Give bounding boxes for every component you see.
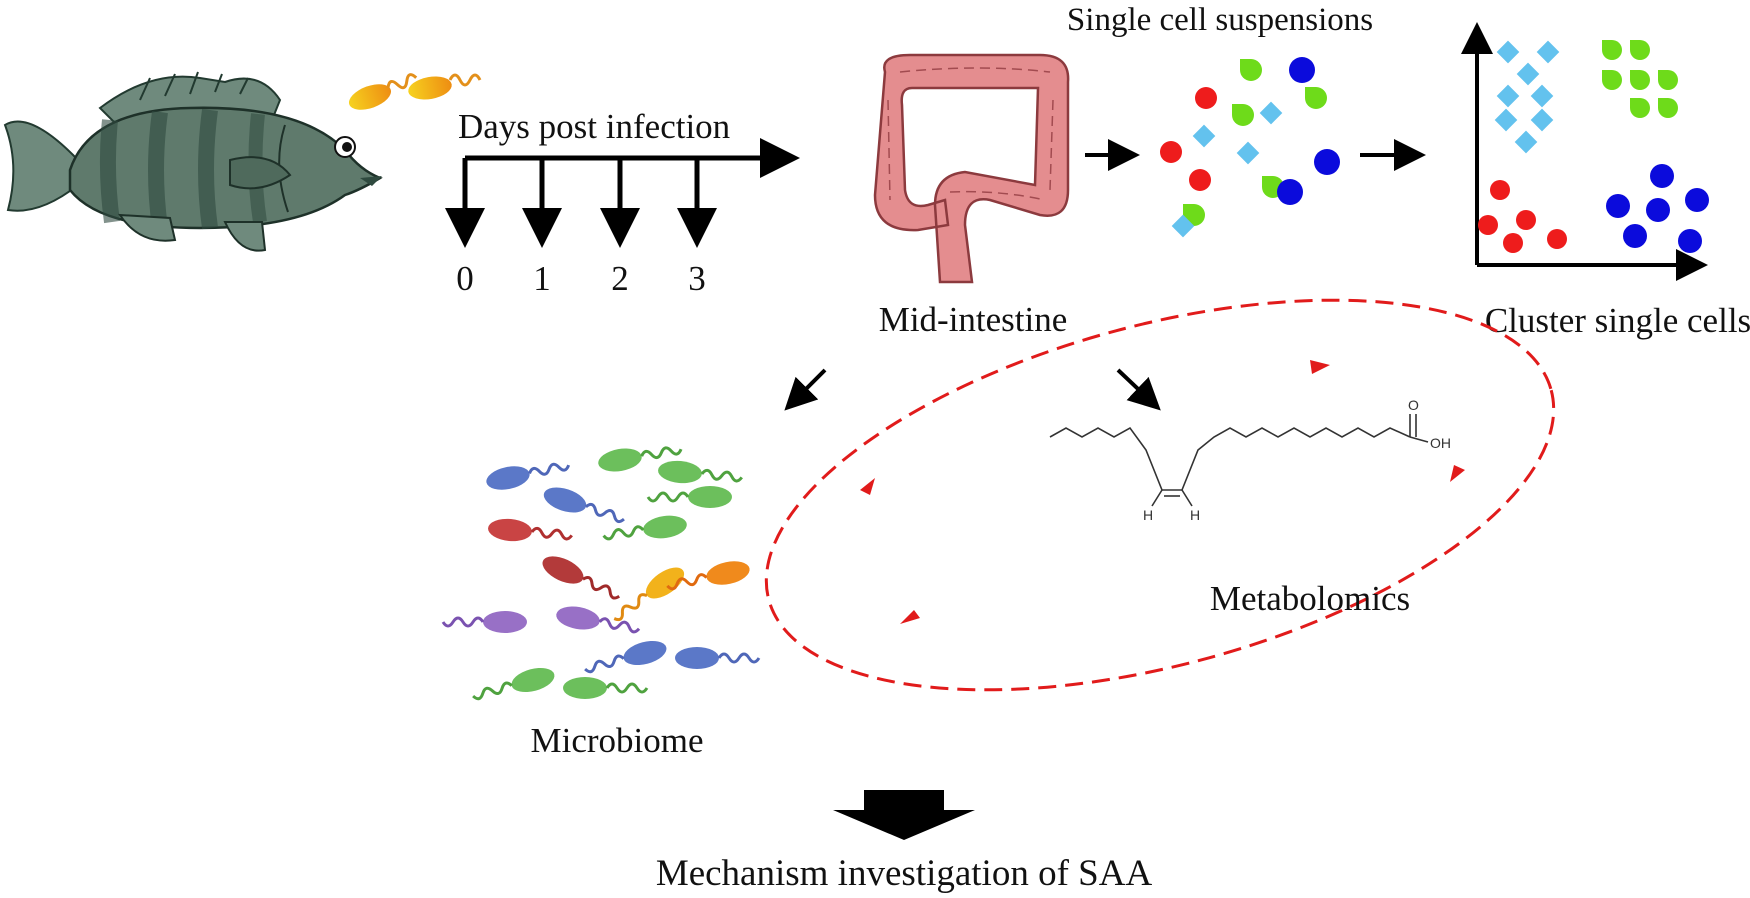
intestine-label: Mid-intestine: [879, 300, 1068, 339]
fatty-acid-structure-icon: O OH H H: [1049, 397, 1451, 523]
day-label-3: 3: [688, 259, 706, 298]
bacterium-icon: [556, 606, 641, 634]
grouper-fish-icon: [3, 71, 383, 252]
bacterium-icon: [666, 561, 750, 591]
bacterium-icon: [584, 640, 667, 674]
hydrogen-label-left: H: [1143, 507, 1153, 523]
pathogen-bacteria-icon: [348, 73, 482, 110]
hydroxyl-label: OH: [1430, 435, 1451, 451]
cycle-arrowhead: [900, 610, 920, 624]
timeline-title: Days post infection: [458, 107, 730, 146]
arrow-to-microbiome: [784, 368, 827, 411]
day-label-1: 1: [533, 259, 551, 298]
metabolomics-label: Metabolomics: [1210, 579, 1410, 618]
bacterium-icon: [563, 677, 649, 699]
mechanism-label: Mechanism investigation of SAA: [656, 853, 1153, 894]
bacterium-icon: [658, 460, 743, 484]
bacterium-icon: [602, 515, 687, 541]
interaction-cycle: [764, 298, 1556, 692]
bacterium-icon: [488, 518, 573, 542]
suspension-label: Single cell suspensions: [1067, 2, 1373, 38]
bacterium-icon: [542, 556, 621, 600]
carbonyl-oxygen-label: O: [1408, 397, 1419, 413]
bacterium-icon: [472, 667, 555, 701]
microbiome-bacteria-icon: [441, 446, 761, 701]
bacterium-icon: [613, 567, 685, 622]
bacterium-icon: [486, 462, 571, 490]
microbiome-label: Microbiome: [530, 721, 703, 760]
cluster-plot: Cluster single cells: [1461, 22, 1750, 340]
hydrogen-label-right: H: [1190, 507, 1200, 523]
arrow-to-metabolomics: [1116, 368, 1161, 411]
bacterium-icon: [646, 486, 732, 508]
intestine-icon: Mid-intestine: [873, 53, 1070, 339]
down-block-arrow: [833, 790, 975, 840]
cluster-label: Cluster single cells: [1485, 301, 1750, 340]
bacterium-icon: [441, 611, 527, 633]
day-label-2: 2: [611, 259, 629, 298]
cycle-arrowhead: [1450, 465, 1465, 482]
single-cell-suspension: Single cell suspensions: [1067, 2, 1373, 238]
infection-timeline: Days post infection 0 1 2 3: [445, 107, 800, 298]
bacterium-icon: [543, 487, 625, 524]
day-label-0: 0: [456, 259, 474, 298]
cycle-arrowhead: [860, 478, 875, 495]
bacterium-icon: [598, 446, 683, 472]
bacterium-icon: [675, 647, 761, 669]
cycle-arrowhead: [1310, 360, 1330, 374]
